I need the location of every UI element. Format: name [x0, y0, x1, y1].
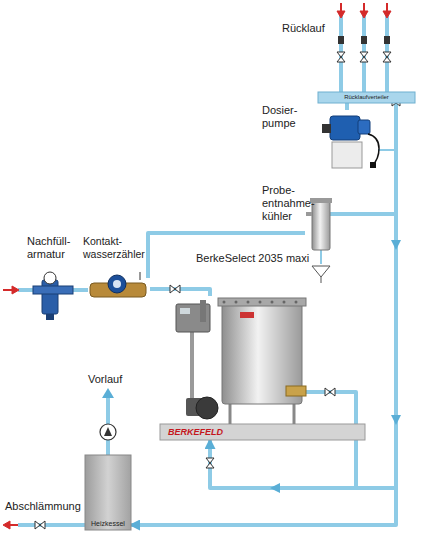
red-arrows: [3, 3, 391, 529]
sample-cooler: Probe- entnahme- kühler: [305, 198, 337, 260]
pipe-label: Abschlämmung: [5, 500, 81, 513]
pipe-connector: [345, 103, 349, 110]
inlet-pipe: [18, 288, 33, 292]
water-meter-illustration: [90, 272, 146, 297]
check-valve: [384, 36, 390, 44]
boiler-box: Heizkessel: [85, 455, 131, 530]
valve-symbol: [325, 388, 335, 396]
valve-symbol: [383, 52, 391, 62]
pump-symbol: [100, 424, 116, 440]
flow-arrow: [270, 483, 280, 493]
softener-illustration: [160, 298, 365, 440]
pipe-connector: [131, 103, 396, 525]
node-label: Heizkessel: [85, 519, 131, 528]
water-meter: Kontakt- wasserzähler: [88, 278, 150, 302]
node-label: Nachfüll- armatur: [27, 235, 70, 261]
brand-text: BERKEFELD: [168, 427, 223, 438]
flow-arrow: [391, 240, 401, 250]
node-label: BerkeSelect 2035 maxi: [196, 252, 309, 265]
check-valve: [361, 36, 367, 44]
check-valve: [338, 36, 344, 44]
pump-symbol: [104, 427, 112, 436]
boiler-body: [85, 455, 131, 530]
drain-line: [320, 250, 322, 264]
layout-symbols: [3, 3, 415, 530]
pipe-connector: [73, 288, 88, 292]
pipe-label: Vorlauf: [88, 373, 122, 386]
dosing-line: [378, 149, 396, 151]
node-label: Probe- entnahme- kühler: [262, 184, 315, 223]
manifold-box: Rücklaufverteiler: [318, 92, 415, 103]
sample-cooler-illustration: [306, 198, 332, 283]
refill-valve: Nachfüll- armatur: [33, 272, 73, 320]
dosing-pump: Dosier- pumpe: [318, 110, 378, 170]
valve-symbol: [170, 285, 180, 293]
valve-symbol: [360, 52, 368, 62]
flow-arrow: [391, 415, 401, 425]
flow-arrow: [102, 388, 114, 398]
node-label: Kontakt- wasserzähler: [83, 235, 145, 261]
node-label: Dosier- pumpe: [262, 104, 297, 130]
valve-symbol: [337, 52, 345, 62]
dosing-pump-illustration: [322, 116, 379, 168]
valve-symbol: [35, 521, 45, 529]
refill-valve-illustration: [33, 272, 73, 320]
softener-unit: BerkeSelect 2035 maxiBERKEFELD: [160, 296, 365, 440]
valve-symbol: [206, 458, 214, 468]
manifold-bar: [318, 92, 415, 103]
pipe-label: Rücklauf: [282, 22, 325, 35]
node-label: Rücklaufverteiler: [318, 93, 415, 102]
blowdown-pipe: [18, 523, 85, 527]
sample-pipe: [330, 212, 396, 216]
